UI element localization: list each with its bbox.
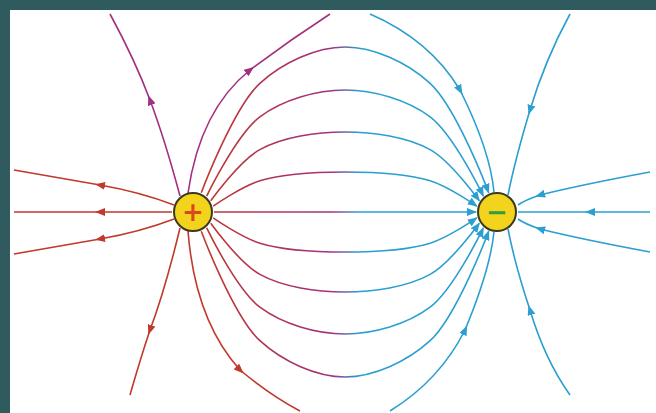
charge-circle: −: [477, 192, 517, 232]
field-line: [207, 228, 484, 334]
field-line: [130, 228, 180, 395]
charge-sign: +: [182, 199, 204, 225]
field-line: [207, 90, 484, 196]
field-line: [214, 211, 476, 213]
charge-sign: −: [486, 199, 508, 225]
field-line: [211, 223, 480, 292]
field-line: [508, 14, 570, 195]
charge-circle: +: [173, 192, 213, 232]
field-line: [370, 14, 494, 192]
field-line: [110, 14, 180, 196]
field-line: [14, 219, 174, 254]
field-line: [211, 132, 480, 201]
field-line: [518, 211, 650, 213]
field-line: [213, 172, 477, 206]
field-line: [508, 229, 570, 395]
field-line: [188, 14, 330, 193]
field-line: [518, 219, 650, 252]
field-line: [518, 172, 650, 205]
field-line: [213, 218, 477, 252]
field-line: [14, 170, 174, 205]
field-line: [201, 231, 488, 377]
field-line: [201, 47, 488, 193]
field-line: [14, 211, 172, 213]
